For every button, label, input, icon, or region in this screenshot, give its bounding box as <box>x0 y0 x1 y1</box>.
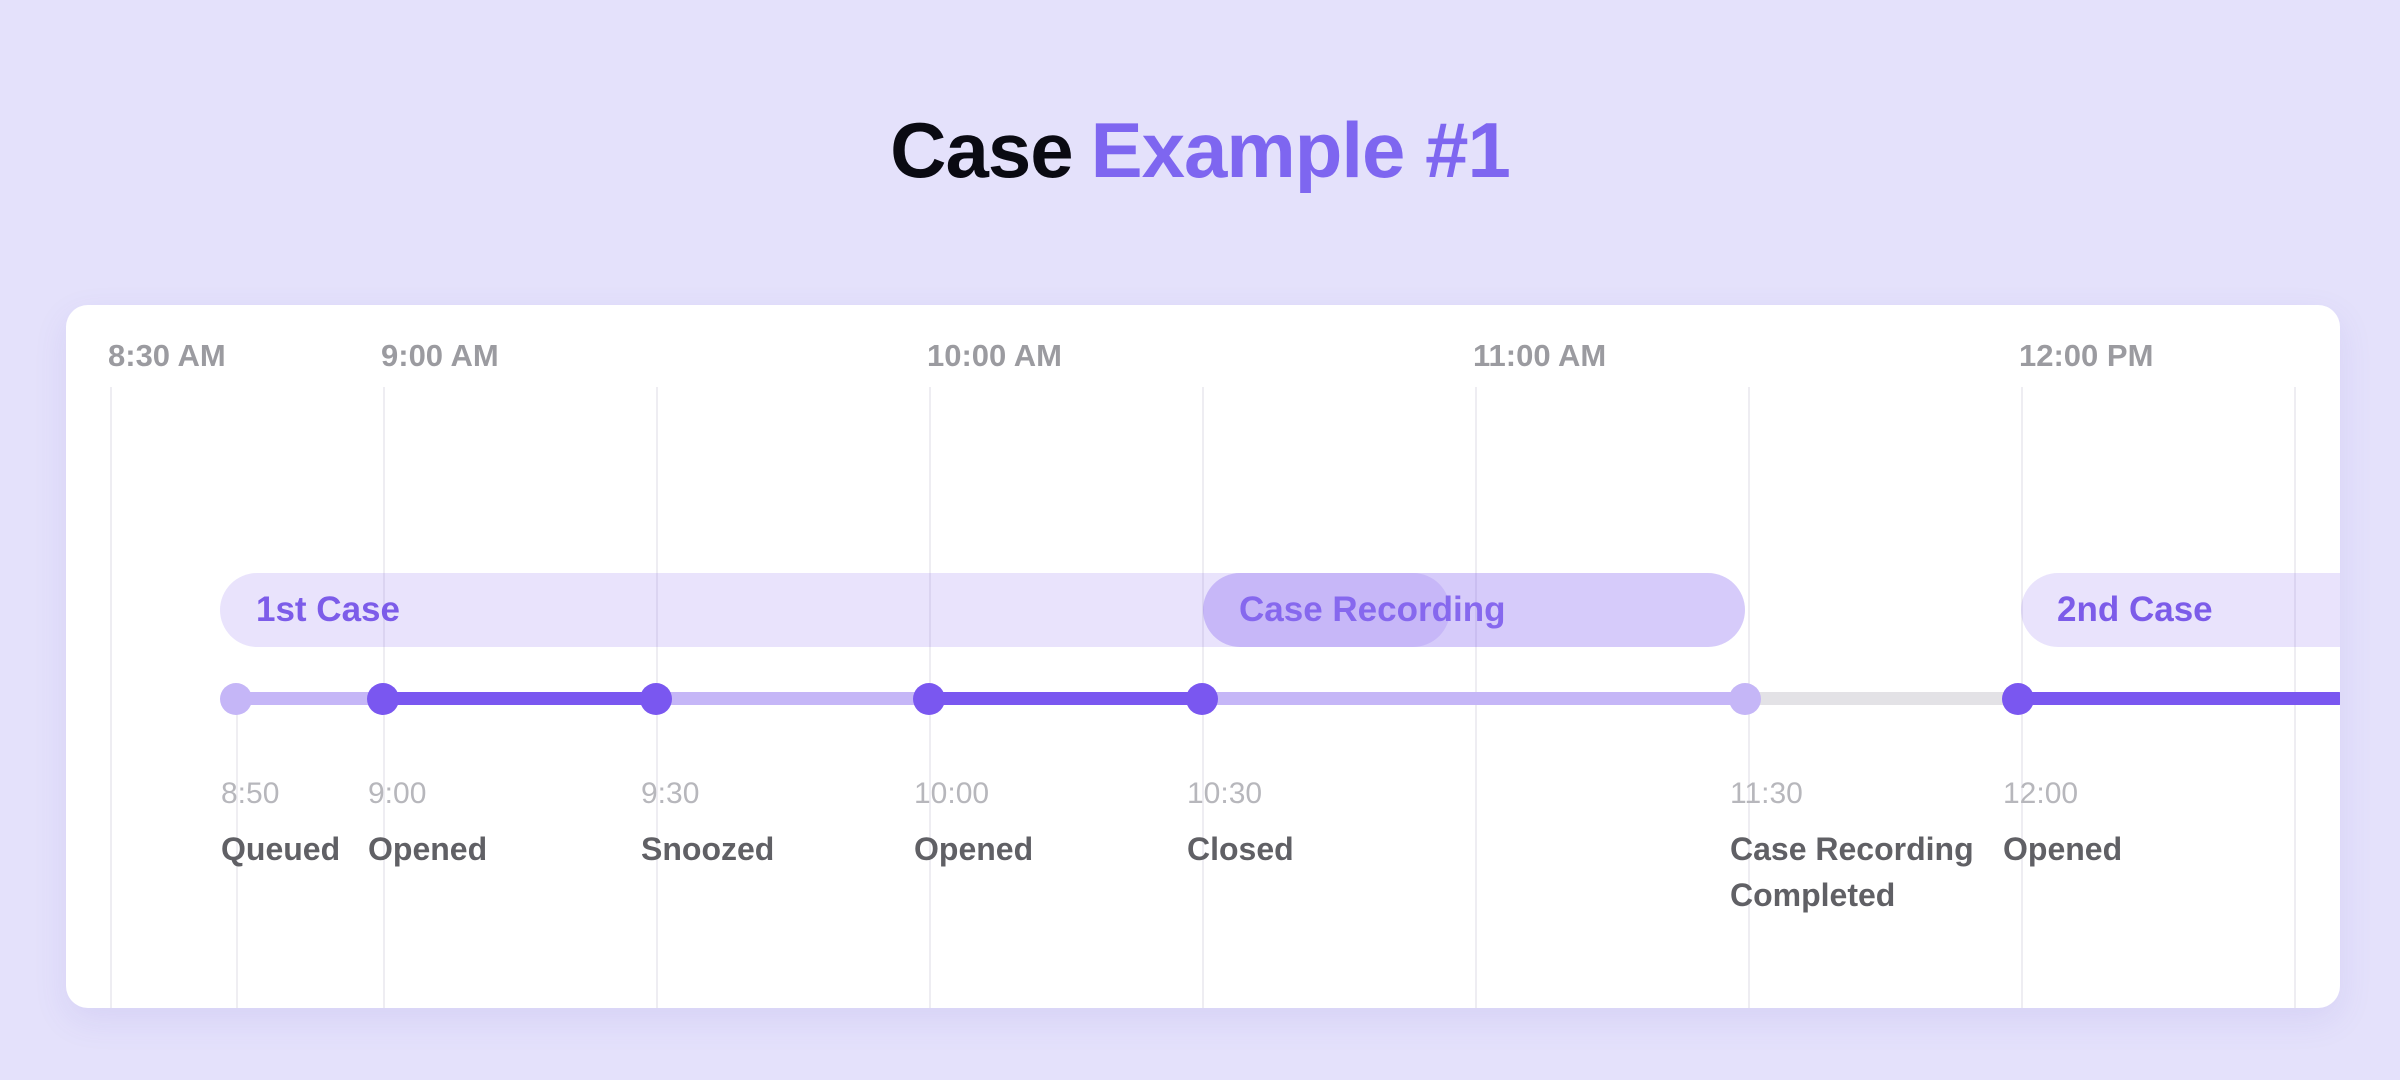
event-name: Case Recording Completed <box>1730 831 1974 914</box>
axis-time-label: 11:00 AM <box>1473 338 1607 373</box>
event-name: Opened <box>914 831 1034 867</box>
timeline-dot <box>367 682 399 715</box>
event-time: 9:00 <box>368 777 427 810</box>
gridline <box>110 387 112 1008</box>
timeline-segment <box>1745 692 2018 705</box>
event-time: 11:30 <box>1730 777 1803 810</box>
event-name: Opened <box>2003 831 2123 867</box>
timeline-card: 8:30 AM 9:00 AM 10:00 AM 11:00 AM 12:00 PM 1… <box>66 305 2340 1008</box>
timeline-segment <box>929 692 1202 705</box>
event-time: 9:30 <box>641 777 700 810</box>
axis-time-label: 10:00 AM <box>927 338 1062 373</box>
event-name: Closed <box>1187 831 1294 867</box>
timeline-dot <box>913 682 945 715</box>
page-title-purple: Example #1 <box>1090 106 1511 194</box>
case-bar: 1st Case <box>220 573 1450 647</box>
timeline-segment <box>1202 692 1745 705</box>
timeline-segment <box>383 692 656 705</box>
event-name: Queued <box>221 831 341 867</box>
event-name: Snoozed <box>641 831 775 867</box>
timeline-dot <box>640 682 672 715</box>
timeline-segment <box>236 692 383 705</box>
event-gridline <box>236 713 238 1008</box>
timeline-dot <box>1729 682 1761 715</box>
timeline-segment <box>656 692 929 705</box>
event-time: 8:50 <box>221 777 280 810</box>
timeline-dot <box>2002 682 2034 715</box>
event-name: Opened <box>368 831 488 867</box>
event-time: 10:30 <box>1187 777 1263 810</box>
case-bar: 2nd Case <box>2021 573 2340 647</box>
timeline-dot <box>1186 682 1218 715</box>
timeline-segment <box>2018 692 2340 705</box>
axis-time-label: 8:30 AM <box>108 338 226 373</box>
event-time: 12:00 <box>2003 777 2079 810</box>
page-title-black: Case <box>890 106 1073 194</box>
timeline-dot <box>220 682 252 715</box>
axis-time-label: 9:00 AM <box>381 338 499 373</box>
case-bar: Case Recording <box>1203 573 1745 647</box>
event-time: 10:00 <box>914 777 990 810</box>
axis-time-label: 12:00 PM <box>2019 338 2154 373</box>
